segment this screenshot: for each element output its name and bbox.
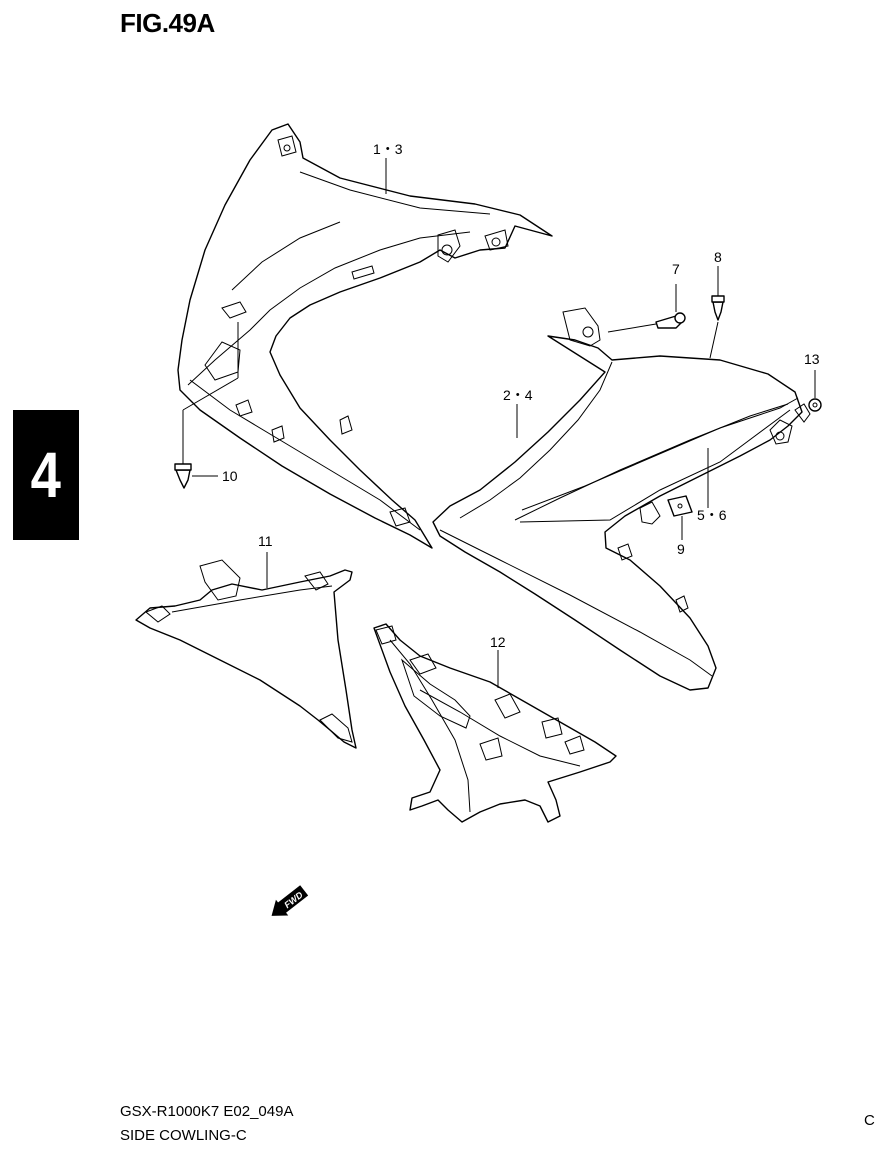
- callout-7: 7: [672, 261, 680, 277]
- clip-10: [174, 463, 192, 489]
- callout-12: 12: [490, 634, 506, 650]
- model-code: GSX-R1000K7 E02_049A: [120, 1103, 294, 1120]
- clip-8: [711, 295, 725, 321]
- fwd-arrow-icon: FWD: [271, 885, 309, 916]
- section-number: 4: [30, 439, 62, 511]
- screw-7: [655, 312, 686, 329]
- inner-panel-11: [135, 559, 357, 749]
- nut-13: [808, 398, 822, 412]
- callout-1-3: 1・3: [373, 141, 403, 157]
- callout-5-6: 5・6: [697, 507, 727, 523]
- group-name: SIDE COWLING-C: [120, 1127, 247, 1144]
- page-edge-char: C: [864, 1112, 875, 1129]
- leader-lines: [182, 158, 816, 688]
- nut-9: [667, 495, 693, 517]
- callout-11: 11: [258, 533, 273, 549]
- inner-panel-12: [373, 623, 617, 823]
- upper-side-cowling-right: [432, 307, 811, 691]
- section-tab: 4: [13, 410, 79, 540]
- callout-8: 8: [714, 249, 722, 265]
- callout-13: 13: [804, 351, 820, 367]
- callout-9: 9: [677, 541, 685, 557]
- upper-side-cowling-left: [177, 123, 553, 549]
- callout-10: 10: [222, 468, 238, 484]
- callout-2-4: 2・4: [503, 387, 533, 403]
- figure-title: FIG.49A: [120, 8, 215, 38]
